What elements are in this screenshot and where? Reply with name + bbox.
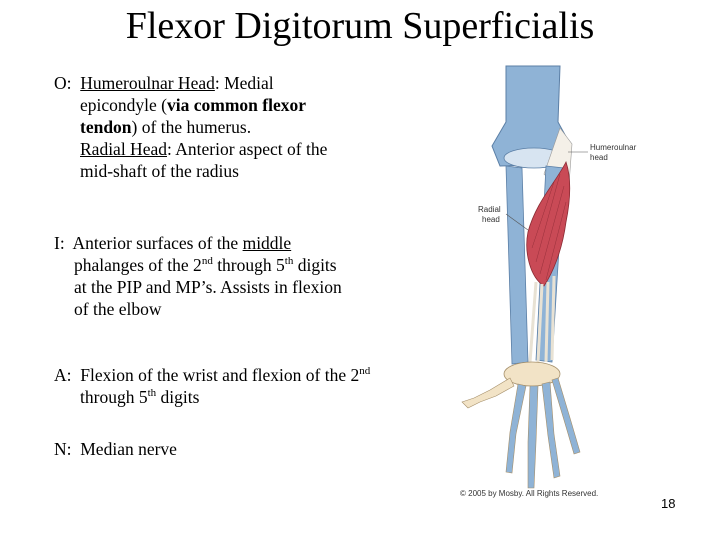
insertion-block: I: Anterior surfaces of the middle phala…	[54, 232, 342, 320]
little-finger-bones	[551, 377, 581, 455]
fds-tendon	[550, 275, 556, 361]
radial-head-label: Radial Head	[80, 139, 167, 159]
insertion-line2-b: through 5	[212, 255, 285, 275]
humeroulnar-label-1: Humeroulnar	[590, 143, 637, 152]
origin-block: O: Humeroulnar Head: Medial epicondyle (…	[54, 72, 327, 182]
radial-label-2: head	[482, 215, 500, 224]
insertion-line2-a: phalanges of the 2	[74, 255, 202, 275]
origin-bold-1: via common flexor	[166, 95, 306, 115]
muscle-fiber	[545, 201, 567, 281]
nerve-block: N: Median nerve	[54, 438, 177, 460]
humeroulnar-head-label: Humeroulnar Head	[80, 73, 215, 93]
insertion-line-4: of the elbow	[74, 299, 162, 319]
origin-prefix: O:	[54, 73, 72, 93]
action-line-2: through 5th digits	[54, 386, 370, 408]
action-line2-b: digits	[156, 387, 200, 407]
thumb-bones	[461, 377, 515, 409]
origin-line-5: mid-shaft of the radius	[80, 161, 239, 181]
insertion-text-1: Anterior surfaces of the	[72, 233, 239, 253]
action-prefix: A:	[54, 365, 72, 385]
muscle-fiber	[531, 181, 555, 249]
radius-bone	[505, 165, 529, 365]
origin-line-2: epicondyle (via common flexor	[54, 94, 327, 116]
origin-radial-text: : Anterior aspect of the	[166, 139, 328, 159]
copyright-notice: © 2005 by Mosby. All Rights Reserved.	[460, 489, 599, 498]
action-sup-nd: nd	[359, 365, 371, 378]
middle-finger-bones	[527, 385, 539, 489]
ring-finger-bones	[541, 381, 561, 479]
origin-line-1: O: Humeroulnar Head: Medial	[54, 72, 327, 94]
nerve-text: Median nerve	[80, 439, 177, 459]
fds-tendon	[536, 283, 544, 363]
nerve-prefix: N:	[54, 439, 72, 459]
muscle-fiber	[539, 185, 565, 275]
origin-bold-2: tendon	[80, 117, 132, 137]
insertion-line2-c: digits	[293, 255, 337, 275]
insertion-sup-nd: nd	[201, 255, 213, 268]
origin-line-3: tendon) of the humerus.	[54, 116, 327, 138]
radial-leader-line	[505, 213, 529, 231]
fds-tendon	[544, 281, 550, 363]
insertion-line-3: at the PIP and MP’s. Assists in flexion	[74, 277, 342, 297]
muscle-fiber	[535, 173, 561, 263]
forearm-illustration: Humeroulnar head Radial head	[461, 65, 637, 489]
insertion-prefix: I:	[54, 233, 65, 253]
action-block: A: Flexion of the wrist and flexion of t…	[54, 364, 370, 408]
slide-title: Flexor Digitorum Superficialis	[125, 5, 595, 47]
origin-line3-text: ) of the humerus.	[131, 117, 252, 137]
insertion-sup-th: th	[284, 255, 294, 268]
humeroulnar-label-2: head	[590, 153, 608, 162]
page-number: 18	[661, 496, 676, 511]
action-line1-text: Flexion of the wrist and flexion of the …	[80, 365, 360, 385]
origin-line2-text: epicondyle (	[80, 95, 167, 115]
insertion-line-2: phalanges of the 2nd through 5th digits	[54, 254, 342, 276]
action-sup-th: th	[147, 387, 157, 400]
origin-line-4: Radial Head: Anterior aspect of the	[54, 138, 327, 160]
middle-label: middle	[242, 233, 292, 253]
radial-label-1: Radial	[478, 205, 501, 214]
insertion-line-1: I: Anterior surfaces of the middle	[54, 232, 342, 254]
index-finger-bones	[505, 383, 527, 474]
fds-muscle-belly	[526, 160, 571, 287]
action-line2-a: through 5	[80, 387, 148, 407]
action-line-1: A: Flexion of the wrist and flexion of t…	[54, 364, 370, 386]
origin-text-1: : Medial	[214, 73, 274, 93]
fds-tendon	[528, 281, 538, 363]
